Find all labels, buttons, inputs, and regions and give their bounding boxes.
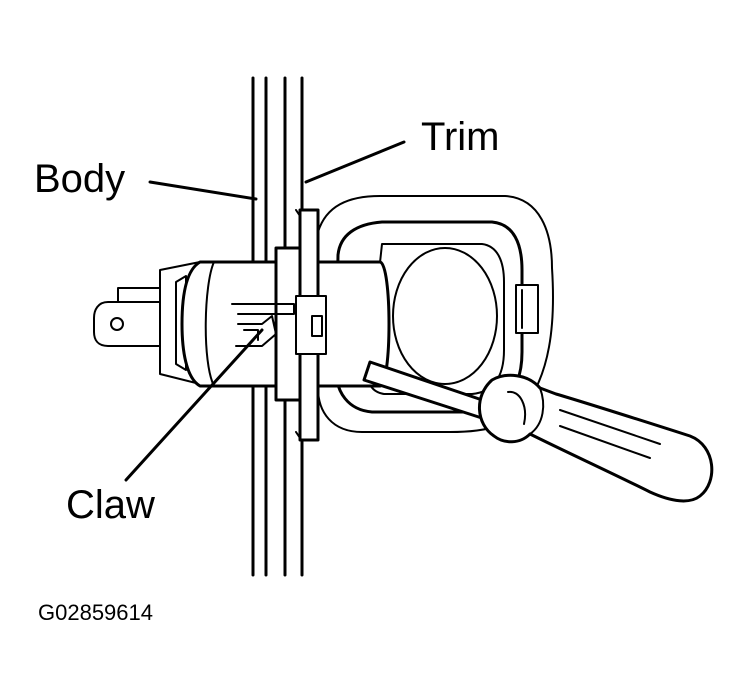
leader-lines [124, 140, 406, 482]
body-leader [148, 180, 258, 201]
trim-label: Trim [421, 115, 499, 159]
body-label: Body [34, 157, 125, 201]
screwdriver [362, 360, 714, 503]
claw-leader [124, 328, 264, 482]
figure-code: G02859614 [38, 600, 153, 625]
switch-assembly [93, 208, 391, 442]
claw-label: Claw [66, 483, 155, 527]
trim-leader [304, 140, 406, 184]
